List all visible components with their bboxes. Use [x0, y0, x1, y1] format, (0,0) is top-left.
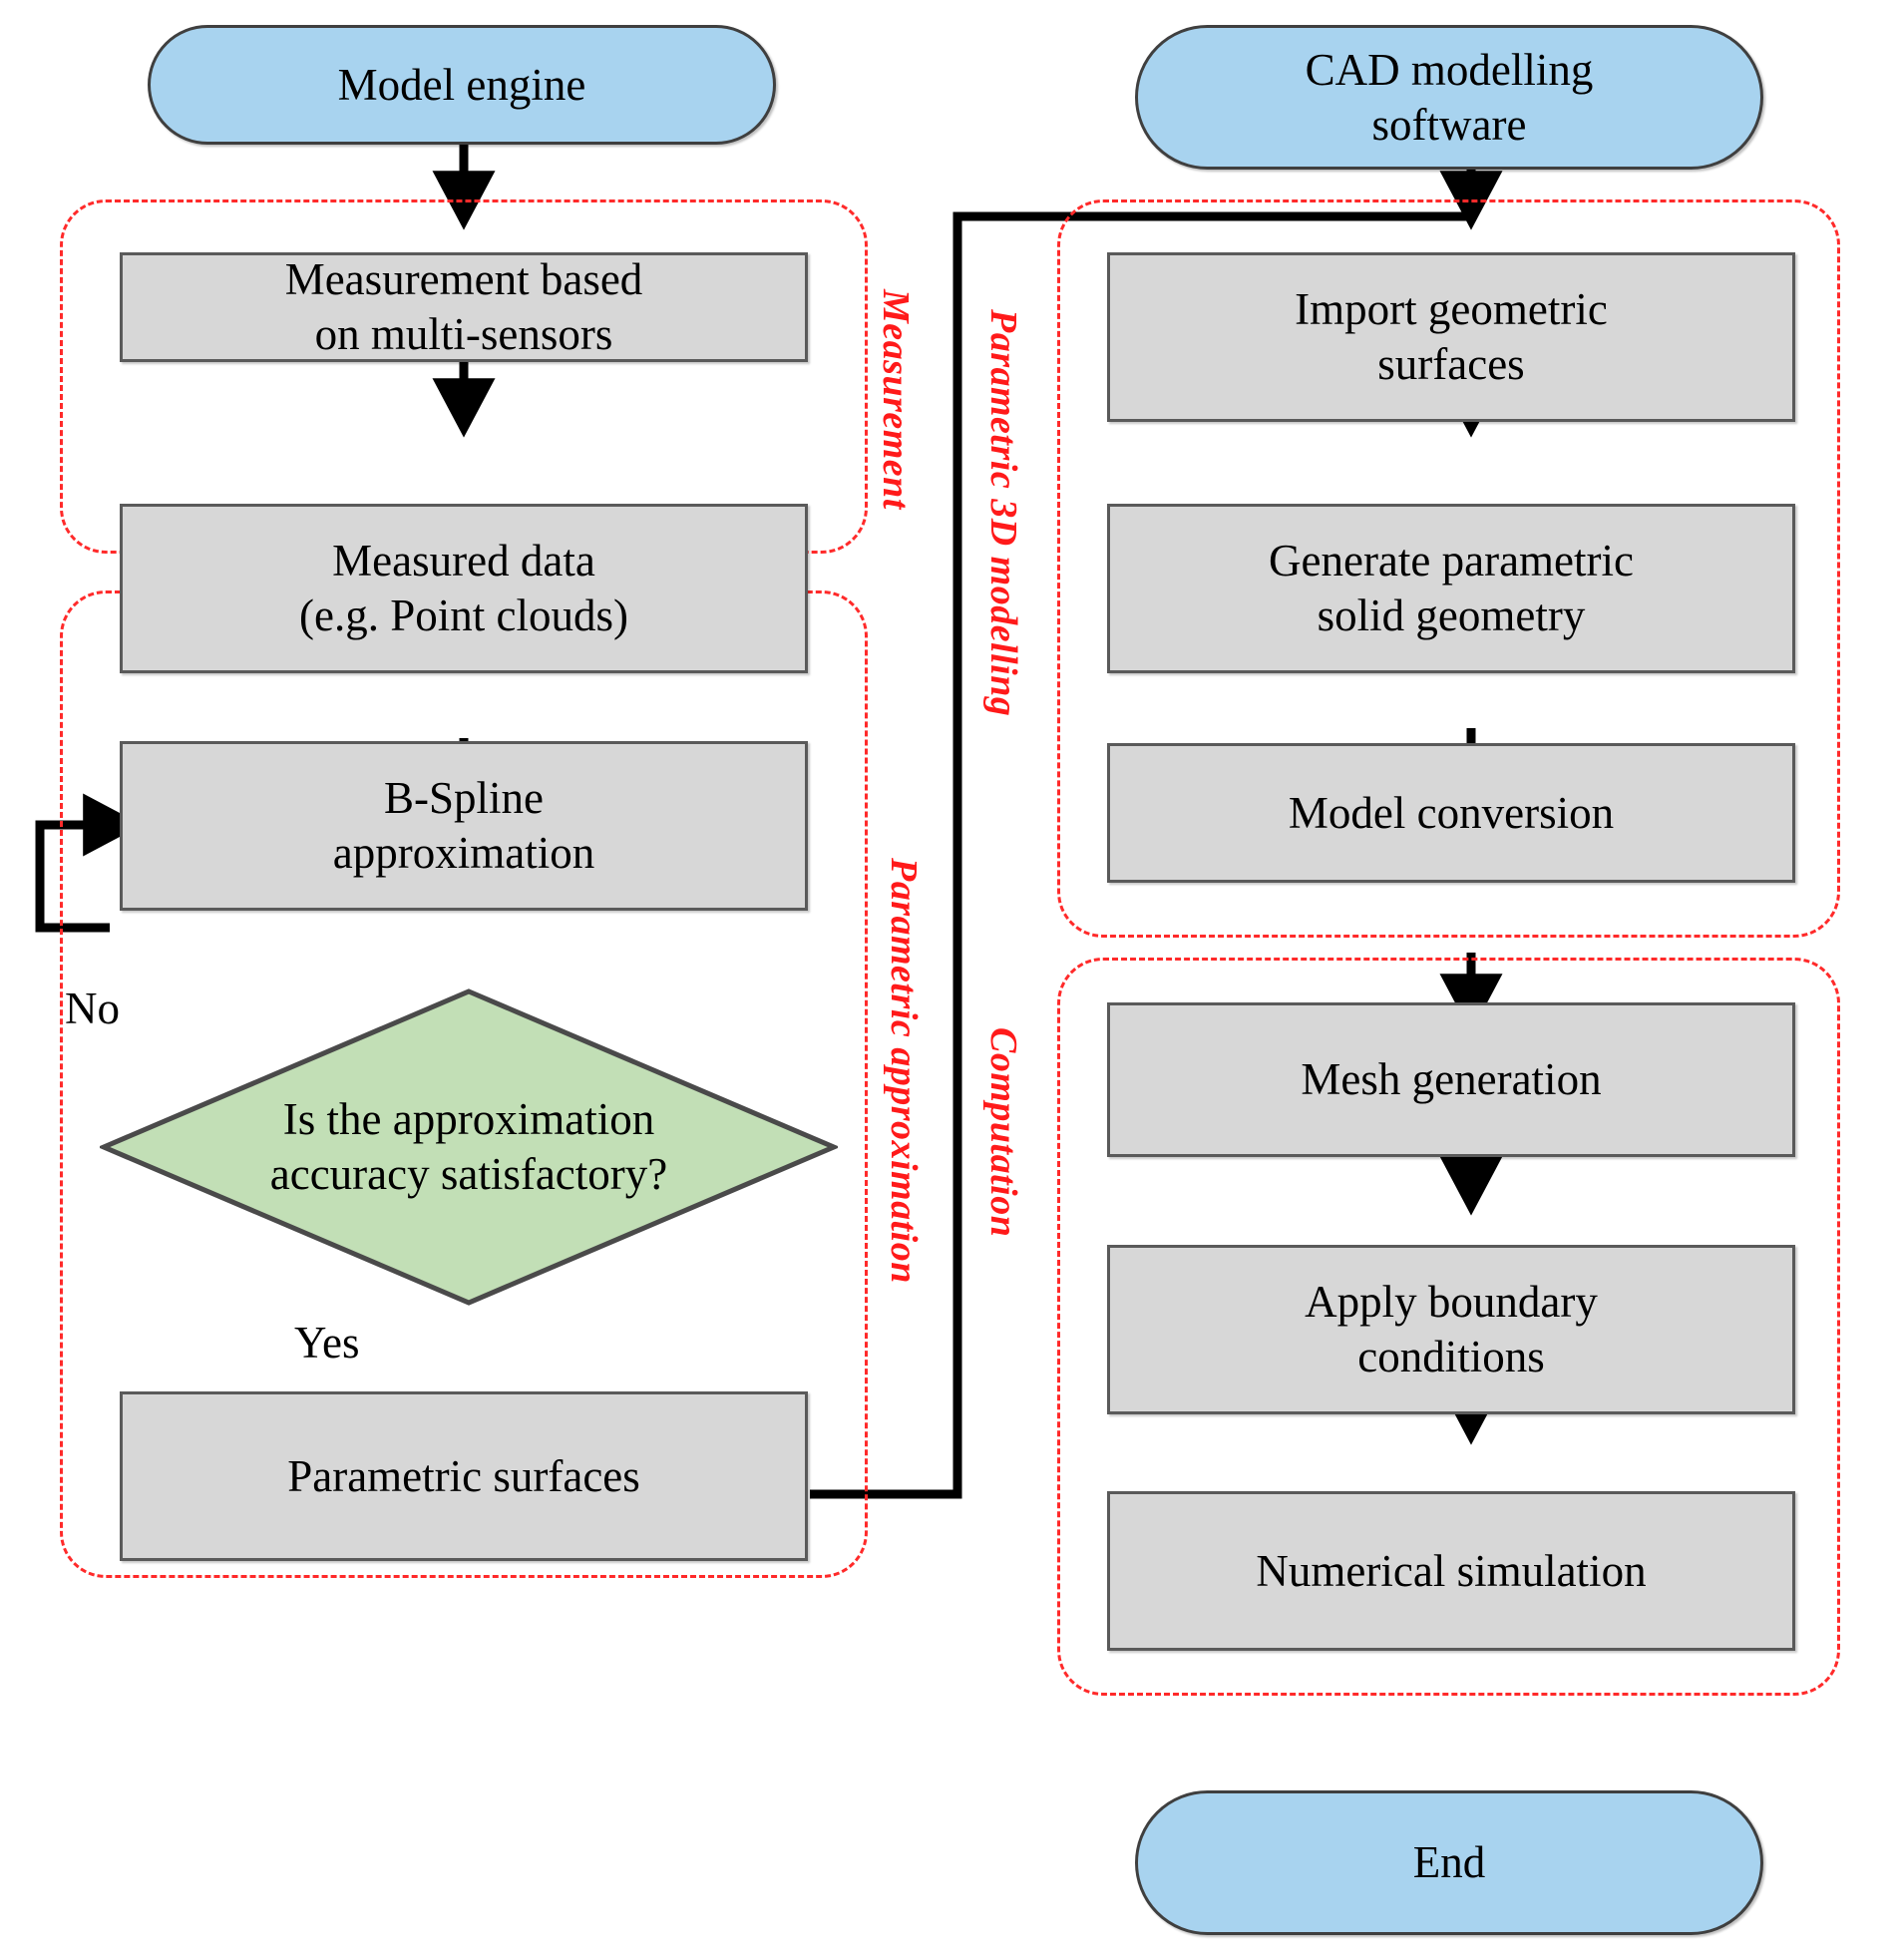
node-mesh-generation[interactable]: Mesh generation	[1107, 1002, 1795, 1157]
edge-label-no: No	[65, 983, 120, 1033]
group-label-computation: Computation	[982, 1027, 1024, 1238]
group-label-parametric-approximation: Parametric approximation	[883, 858, 925, 1284]
decision-diamond-shape	[100, 988, 838, 1306]
node-model-engine[interactable]: Model engine	[148, 25, 776, 145]
group-label-measurement: Measurement	[875, 289, 917, 510]
node-end[interactable]: End	[1135, 1790, 1763, 1935]
node-parametric-surfaces[interactable]: Parametric surfaces	[120, 1391, 808, 1561]
node-apply-boundary-conditions[interactable]: Apply boundary conditions	[1107, 1245, 1795, 1414]
node-approximation-decision[interactable]: Is the approximation accuracy satisfacto…	[100, 987, 838, 1307]
group-box-computation	[1057, 958, 1840, 1696]
node-measured-data[interactable]: Measured data (e.g. Point clouds)	[120, 504, 808, 673]
node-model-conversion[interactable]: Model conversion	[1107, 743, 1795, 883]
node-import-geometric-surfaces[interactable]: Import geometric surfaces	[1107, 252, 1795, 422]
group-label-parametric-3d-modelling: Parametric 3D modelling	[982, 309, 1024, 717]
group-box-parametric-3d-modelling	[1057, 199, 1840, 938]
node-measurement-based-on-multi-sensors[interactable]: Measurement based on multi-sensors	[120, 252, 808, 362]
node-bspline-approximation[interactable]: B-Spline approximation	[120, 741, 808, 911]
node-generate-parametric-solid-geometry[interactable]: Generate parametric solid geometry	[1107, 504, 1795, 673]
node-approximation-decision-label: Is the approximation accuracy satisfacto…	[269, 1094, 668, 1199]
node-numerical-simulation[interactable]: Numerical simulation	[1107, 1491, 1795, 1651]
node-cad-modelling-software[interactable]: CAD modelling software	[1135, 25, 1763, 170]
edge-label-yes: Yes	[294, 1318, 360, 1368]
